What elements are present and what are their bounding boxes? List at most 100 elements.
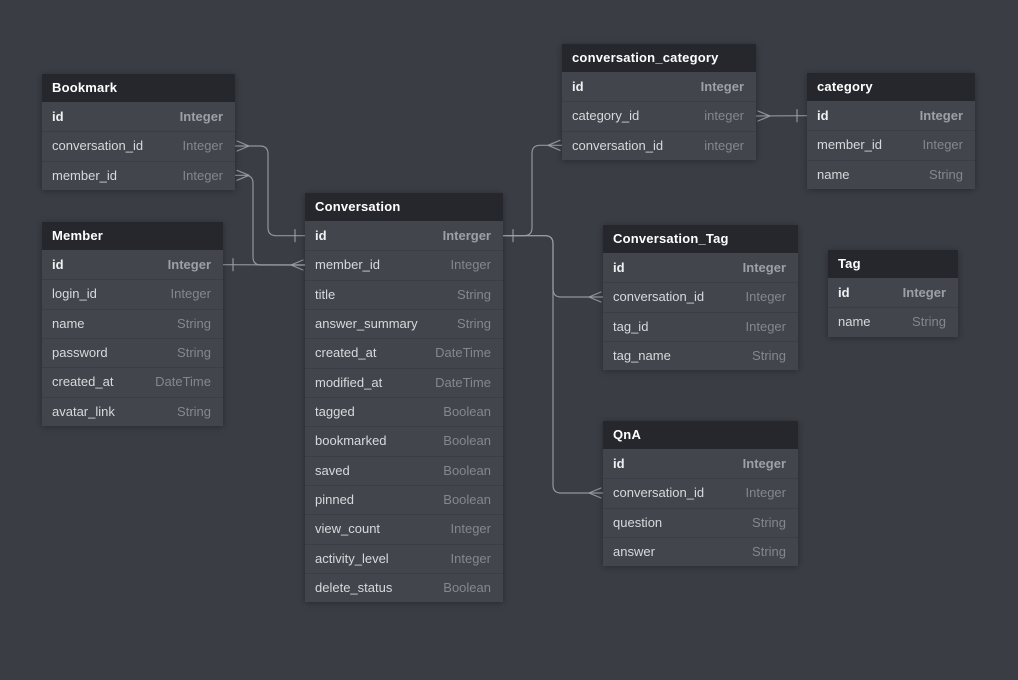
field-type: String: [177, 403, 211, 419]
table-bookmark[interactable]: Bookmark id Integer conversation_id Inte…: [42, 74, 235, 190]
field-row-id[interactable]: id Integer: [42, 102, 235, 131]
field-type: Integer: [745, 289, 786, 305]
field-row-bookmarked[interactable]: bookmarked Boolean: [305, 426, 503, 455]
field-type: Integer: [919, 108, 963, 124]
field-name: conversation_id: [52, 138, 144, 154]
field-row-delete_status[interactable]: delete_status Boolean: [305, 573, 503, 602]
field-row-id[interactable]: id Integer: [807, 101, 975, 130]
field-row-id[interactable]: id Interger: [305, 221, 503, 250]
field-row-password[interactable]: password String: [42, 338, 223, 367]
field-name: id: [572, 79, 584, 95]
field-name: answer_summary: [315, 316, 418, 332]
field-row-activity_level[interactable]: activity_level Integer: [305, 544, 503, 573]
field-row-id[interactable]: id Integer: [603, 253, 798, 282]
field-row-created_at[interactable]: created_at DateTime: [42, 367, 223, 396]
field-type: String: [177, 315, 211, 331]
table-header[interactable]: Conversation_Tag: [603, 225, 798, 253]
field-name: delete_status: [315, 580, 393, 596]
field-type: Integer: [700, 79, 744, 95]
field-row-member_id[interactable]: member_id Integer: [305, 250, 503, 279]
field-name: avatar_link: [52, 403, 115, 419]
field-row-id[interactable]: id Integer: [562, 72, 756, 101]
table-member[interactable]: Member id Integer login_id Integer name …: [42, 222, 223, 426]
field-type: Interger: [442, 228, 491, 244]
field-type: String: [752, 544, 786, 560]
field-name: tag_id: [613, 318, 649, 334]
field-row-tag_name[interactable]: tag_name String: [603, 341, 798, 370]
field-row-id[interactable]: id Integer: [42, 250, 223, 279]
field-type: Integer: [450, 550, 491, 566]
field-name: member_id: [52, 167, 118, 183]
field-row-tag_id[interactable]: tag_id Integer: [603, 312, 798, 341]
table-category[interactable]: category id Integer member_id Integer na…: [807, 73, 975, 189]
field-name: saved: [315, 462, 350, 478]
field-row-id[interactable]: id Integer: [828, 278, 958, 307]
field-type: Boolean: [443, 492, 491, 508]
field-name: conversation_id: [572, 137, 664, 153]
field-type: DateTime: [435, 374, 491, 390]
field-type: Boolean: [443, 462, 491, 478]
field-name: id: [817, 108, 829, 124]
field-name: modified_at: [315, 374, 383, 390]
table-conversation_tag[interactable]: Conversation_Tag id Integer conversation…: [603, 225, 798, 371]
table-header[interactable]: QnA: [603, 421, 798, 449]
field-name: view_count: [315, 521, 381, 537]
field-type: String: [457, 316, 491, 332]
field-row-pinned[interactable]: pinned Boolean: [305, 485, 503, 514]
field-row-view_count[interactable]: view_count Integer: [305, 514, 503, 543]
field-row-conversation_id[interactable]: conversation_id integer: [562, 131, 756, 160]
field-row-answer[interactable]: answer String: [603, 537, 798, 566]
field-row-created_at[interactable]: created_at DateTime: [305, 338, 503, 367]
field-row-member_id[interactable]: member_id Integer: [807, 130, 975, 159]
field-name: id: [52, 257, 64, 273]
field-name: name: [52, 315, 85, 331]
table-header[interactable]: category: [807, 73, 975, 101]
table-conversation_category[interactable]: conversation_category id Integer categor…: [562, 44, 756, 160]
field-row-modified_at[interactable]: modified_at DateTime: [305, 368, 503, 397]
field-row-answer_summary[interactable]: answer_summary String: [305, 309, 503, 338]
field-row-saved[interactable]: saved Boolean: [305, 456, 503, 485]
field-name: member_id: [315, 257, 381, 273]
field-name: answer: [613, 544, 655, 560]
field-row-member_id[interactable]: member_id Integer: [42, 161, 235, 190]
field-name: name: [817, 166, 850, 182]
field-type: Integer: [922, 137, 963, 153]
table-qna[interactable]: QnA id Integer conversation_id Integer q…: [603, 421, 798, 567]
field-row-name[interactable]: name String: [828, 307, 958, 336]
table-header[interactable]: Conversation: [305, 193, 503, 221]
field-row-name[interactable]: name String: [42, 309, 223, 338]
field-row-tagged[interactable]: tagged Boolean: [305, 397, 503, 426]
table-conversation[interactable]: Conversation id Interger member_id Integ…: [305, 193, 503, 603]
field-row-conversation_id[interactable]: conversation_id Integer: [603, 478, 798, 507]
field-type: Integer: [182, 167, 223, 183]
field-row-login_id[interactable]: login_id Integer: [42, 279, 223, 308]
field-type: Integer: [450, 521, 491, 537]
field-name: created_at: [315, 345, 377, 361]
field-row-id[interactable]: id Integer: [603, 449, 798, 478]
field-type: String: [929, 166, 963, 182]
field-type: String: [752, 514, 786, 530]
field-name: id: [613, 260, 625, 276]
table-header[interactable]: Bookmark: [42, 74, 235, 102]
field-type: Integer: [182, 138, 223, 154]
field-type: Integer: [179, 109, 223, 125]
field-name: name: [838, 314, 871, 330]
table-tag[interactable]: Tag id Integer name String: [828, 250, 958, 337]
field-row-title[interactable]: title String: [305, 280, 503, 309]
table-header[interactable]: conversation_category: [562, 44, 756, 72]
field-name: tagged: [315, 404, 355, 420]
field-type: Integer: [170, 286, 211, 302]
field-row-question[interactable]: question String: [603, 508, 798, 537]
field-name: created_at: [52, 374, 114, 390]
field-row-category_id[interactable]: category_id integer: [562, 101, 756, 130]
table-header[interactable]: Tag: [828, 250, 958, 278]
field-name: title: [315, 286, 336, 302]
table-header[interactable]: Member: [42, 222, 223, 250]
field-row-conversation_id[interactable]: conversation_id Integer: [603, 282, 798, 311]
field-row-avatar_link[interactable]: avatar_link String: [42, 397, 223, 426]
field-row-name[interactable]: name String: [807, 160, 975, 189]
field-row-conversation_id[interactable]: conversation_id Integer: [42, 131, 235, 160]
field-type: Boolean: [443, 404, 491, 420]
